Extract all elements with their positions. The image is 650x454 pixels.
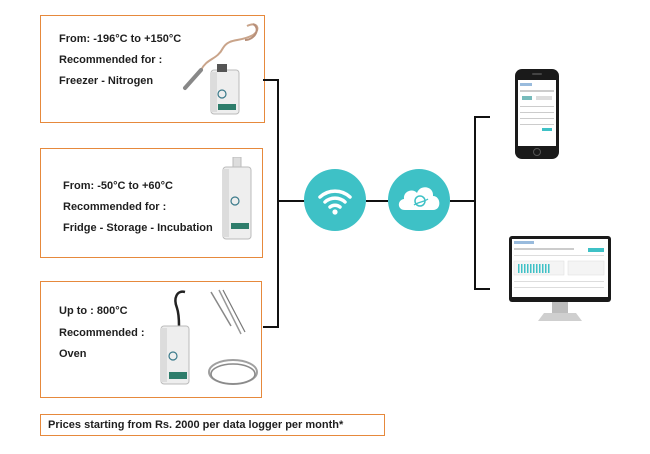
wifi-node — [304, 169, 366, 231]
card-recommended-label: Recommended for : — [63, 201, 167, 213]
card-range: Up to : 800°C — [59, 305, 128, 317]
connector — [263, 326, 279, 328]
connector — [474, 116, 490, 118]
connector — [474, 288, 490, 290]
connector — [474, 116, 476, 290]
price-note: Prices starting from Rs. 2000 per data l… — [40, 414, 385, 436]
connector — [279, 200, 305, 202]
connector — [450, 200, 476, 202]
card-usage: Oven — [59, 348, 87, 360]
cloud-node — [388, 169, 450, 231]
connector — [263, 79, 279, 81]
card-range: From: -196°C to +150°C — [59, 33, 182, 45]
cloud-icon — [398, 187, 440, 210]
smartphone-icon — [515, 69, 559, 159]
desktop-monitor-icon — [509, 236, 611, 321]
sensor-card-nitrogen: From: -196°C to +150°C Recommended for :… — [40, 15, 265, 123]
card-recommended-label: Recommended for : — [59, 54, 163, 66]
connector — [366, 200, 388, 202]
sensor-card-oven: Up to : 800°C Recommended : Oven — [40, 281, 262, 398]
card-usage: Fridge - Storage - Incubation — [63, 222, 213, 234]
probe-logger-image — [183, 23, 259, 115]
oven-logger-image — [160, 289, 258, 385]
card-recommended-label: Recommended : — [59, 327, 145, 339]
fridge-logger-image — [222, 157, 252, 240]
wifi-icon — [318, 189, 352, 215]
card-range: From: -50°C to +60°C — [63, 180, 173, 192]
sensor-card-fridge: From: -50°C to +60°C Recommended for : F… — [40, 148, 263, 258]
card-usage: Freezer - Nitrogen — [59, 75, 154, 87]
connector — [277, 79, 279, 327]
